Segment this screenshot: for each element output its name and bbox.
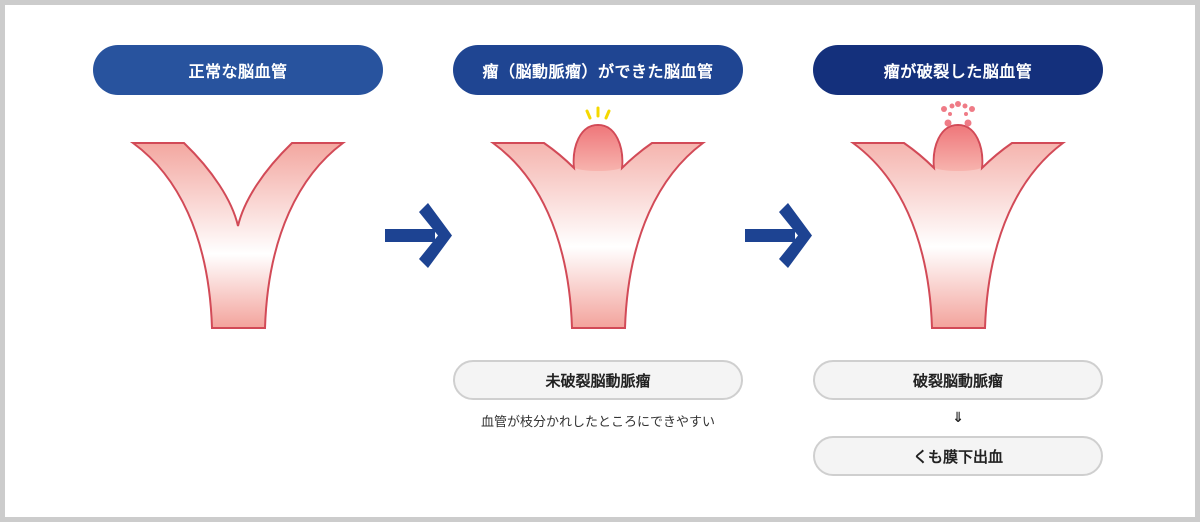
unruptured-note: 血管が枝分かれしたところにできやすい: [480, 415, 715, 430]
ruptured-vessel: [849, 123, 1067, 329]
panel-title-aneurysm: 瘤（脳動脈瘤）ができた脳血管: [453, 45, 743, 95]
panel-title-normal: 正常な脳血管: [93, 45, 383, 95]
arrow-right-icon: [385, 203, 452, 268]
subarachnoid-hemorrhage-label: くも膜下出血: [813, 436, 1103, 476]
unruptured-aneurysm-label: 未破裂脳動脈瘤: [453, 360, 743, 400]
warning-spark-icon: [585, 106, 611, 120]
burst-icon: [941, 101, 975, 127]
aneurysm-vessel: [489, 123, 707, 329]
down-arrow-icon: ⇓: [952, 410, 964, 426]
panel-title-ruptured: 瘤が破裂した脳血管: [813, 45, 1103, 95]
arrow-right-icon: [745, 203, 812, 268]
normal-vessel: [129, 142, 347, 329]
ruptured-aneurysm-label: 破裂脳動脈瘤: [813, 360, 1103, 400]
